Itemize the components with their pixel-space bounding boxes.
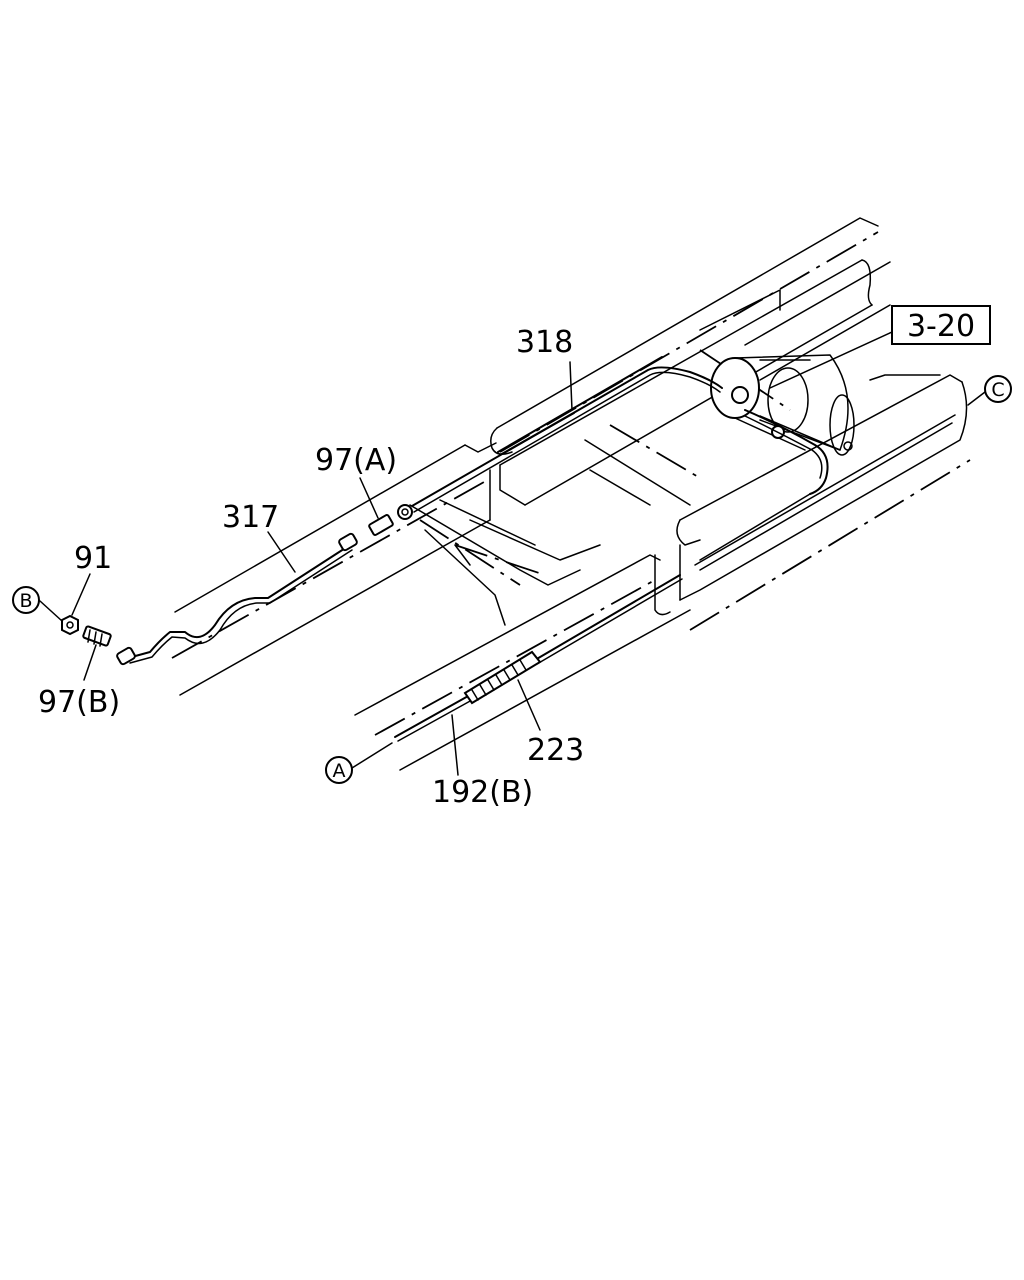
svg-text:B: B — [19, 590, 32, 612]
pipe-317-flare-nut — [338, 532, 358, 552]
connector-c: C — [984, 375, 1012, 403]
label-223: 223 — [527, 733, 584, 768]
fitting-97b — [82, 625, 112, 647]
svg-text:C: C — [991, 379, 1004, 401]
brake-pipe-317 — [116, 532, 358, 666]
spring-223 — [463, 650, 542, 705]
label-97a: 97(A) — [315, 443, 397, 478]
reference-labels: 318 97(A) 317 91 97(B) 223 192(B) — [38, 325, 584, 810]
leader-lines — [39, 331, 986, 776]
label-317: 317 — [222, 500, 279, 535]
label-318: 318 — [516, 325, 573, 360]
label-91: 91 — [74, 541, 112, 576]
connector-b: B — [12, 586, 40, 614]
air-tank — [710, 354, 855, 456]
label-192b: 192(B) — [432, 775, 533, 810]
fitting-97a — [368, 504, 413, 536]
nut-91 — [61, 614, 79, 636]
cross-members — [409, 261, 941, 626]
cable-192b — [394, 574, 683, 742]
page-reference-box: 3-20 — [891, 305, 991, 345]
brake-pipe-318 — [411, 356, 829, 561]
pipe-317-end-nut — [116, 646, 136, 666]
svg-text:A: A — [333, 760, 346, 782]
label-97b: 97(B) — [38, 685, 120, 720]
right-frame-rail — [354, 374, 971, 771]
page-reference-label: 3-20 — [907, 309, 975, 344]
connector-a: A — [325, 756, 353, 784]
